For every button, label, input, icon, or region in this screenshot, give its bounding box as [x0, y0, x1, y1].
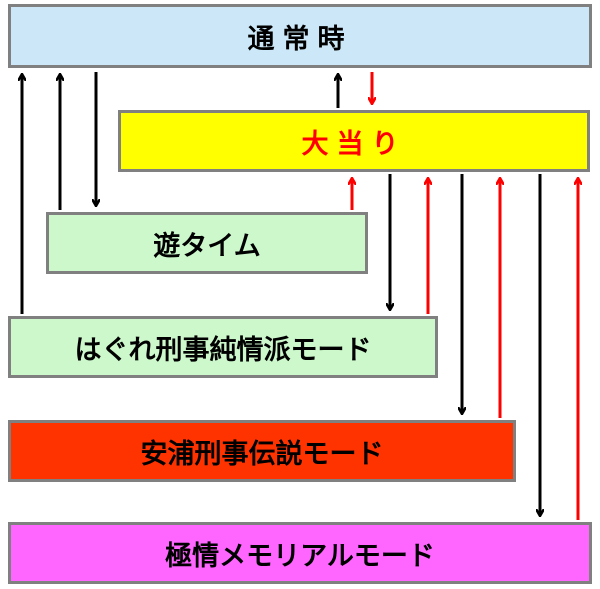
- box-hagure-mode: はぐれ刑事純情派モード: [8, 316, 438, 378]
- box-hagure-mode-label: はぐれ刑事純情派モード: [74, 334, 372, 366]
- box-jackpot-label: 大当り: [301, 128, 407, 160]
- box-normal-label: 通常時: [247, 23, 353, 55]
- box-gokujo-mode-label: 極情メモリアルモード: [165, 540, 435, 572]
- box-play-time: 遊タイム: [46, 212, 368, 274]
- box-yasuura-mode: 安浦刑事伝説モード: [8, 420, 516, 482]
- box-normal: 通常時: [8, 4, 592, 68]
- box-play-time-label: 遊タイム: [153, 230, 261, 262]
- box-gokujo-mode: 極情メモリアルモード: [8, 522, 592, 584]
- box-yasuura-mode-label: 安浦刑事伝説モード: [140, 438, 384, 470]
- box-jackpot: 大当り: [118, 110, 590, 172]
